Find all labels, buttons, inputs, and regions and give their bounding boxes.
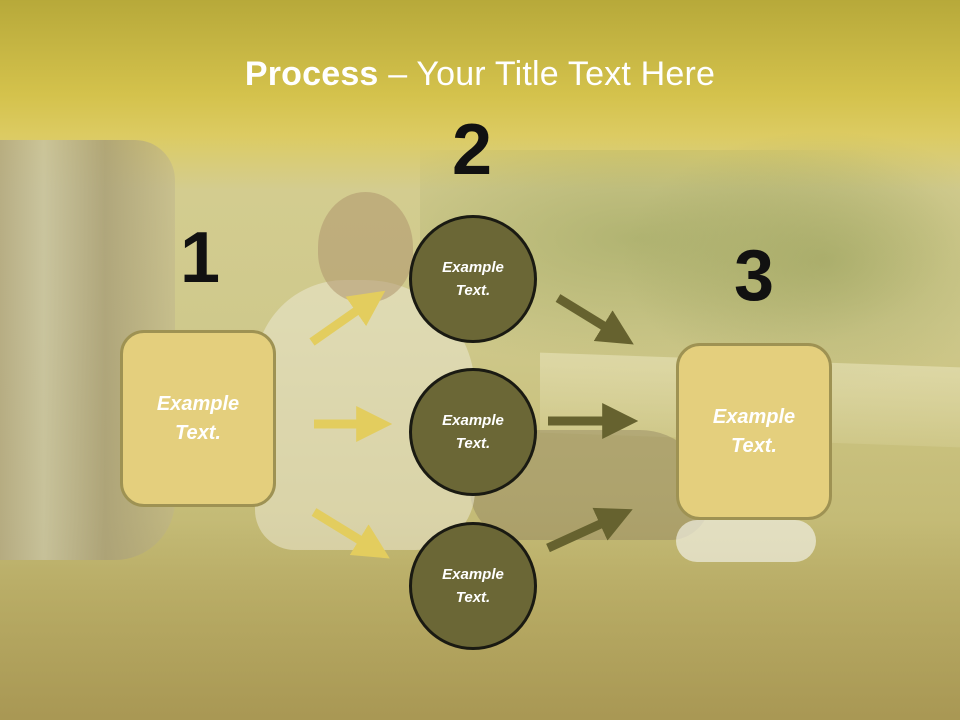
- step-2-circle-top[interactable]: Example Text.: [409, 215, 537, 343]
- title-rest: – Your Title Text Here: [378, 55, 716, 93]
- arrow-left-to-bottom: [311, 508, 390, 559]
- step-number-2: 2: [451, 110, 493, 190]
- title-bold: Process: [244, 55, 379, 93]
- arrow-left-to-top: [309, 290, 386, 346]
- step-1-box[interactable]: Example Text.: [120, 330, 276, 507]
- step-1-text: Example Text.: [156, 392, 240, 444]
- arrow-bottom-to-right: [546, 507, 633, 553]
- step-3-box[interactable]: Example Text.: [676, 343, 832, 520]
- circle-middle-text: Example Text.: [442, 412, 504, 452]
- step-2-circle-bottom[interactable]: Example Text.: [409, 522, 537, 650]
- background-person-head: [318, 192, 413, 302]
- step-number-3: 3: [733, 236, 775, 316]
- step-number-1: 1: [179, 218, 221, 298]
- step-2-circle-middle[interactable]: Example Text.: [409, 368, 537, 496]
- arrow-top-to-right: [555, 294, 634, 345]
- step-3-text: Example Text.: [712, 405, 796, 457]
- background-person-shoe: [676, 520, 816, 562]
- circle-top-text: Example Text.: [442, 259, 504, 299]
- circle-bottom-text: Example Text.: [442, 566, 504, 606]
- slide-title[interactable]: Process – Your Title Text Here: [0, 55, 960, 94]
